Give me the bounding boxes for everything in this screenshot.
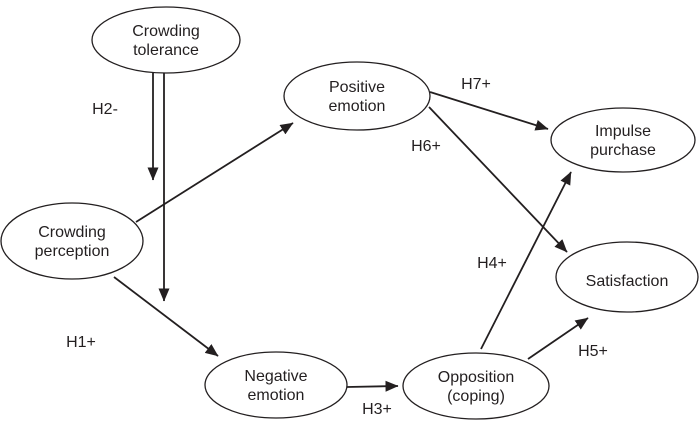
nodes-layer — [0, 6, 699, 420]
crowding-tolerance-label-line2: tolerance — [133, 42, 199, 59]
impulse-purchase-label-line2: purchase — [590, 142, 656, 159]
node-crowding-tolerance — [91, 6, 241, 74]
edge-positive-emotion-to-impulse-purchase — [429, 91, 549, 131]
edge-positive-emotion-to-satisfaction — [428, 106, 568, 253]
crowding-perception-label-line2: perception — [35, 243, 110, 260]
node-crowding-perception — [0, 202, 144, 280]
node-satisfaction — [555, 241, 699, 313]
negative-emotion-label-line2: emotion — [248, 387, 305, 404]
crowding-tolerance-label-line1: Crowding — [132, 23, 200, 40]
opposition-coping-label-line2: (coping) — [447, 388, 505, 405]
satisfaction-label: Satisfaction — [586, 273, 669, 290]
node-labels-layer: Crowding tolerance Crowding perception P… — [35, 23, 669, 405]
positive-emotion-label-line2: emotion — [329, 98, 386, 115]
edge-perception-to-negative-emotion — [113, 276, 219, 357]
hypothesis-label-h6: H6+ — [411, 138, 441, 155]
edge-negative-emotion-to-opposition — [346, 380, 399, 392]
edge-perception-to-positive-emotion — [135, 122, 294, 223]
hypothesis-label-h3: H3+ — [362, 401, 392, 418]
node-positive-emotion — [283, 61, 431, 131]
edge-opposition-to-impulse-purchase — [480, 171, 572, 350]
edge-tolerance-moderation — [147, 73, 170, 302]
positive-emotion-label-line1: Positive — [329, 79, 385, 96]
impulse-purchase-label-line1: Impulse — [595, 123, 651, 140]
opposition-coping-label-line1: Opposition — [438, 369, 515, 386]
edges-layer — [113, 73, 589, 392]
crowding-perception-label-line1: Crowding — [38, 224, 106, 241]
hypothesis-label-h5: H5+ — [578, 343, 608, 360]
negative-emotion-label-line1: Negative — [244, 368, 307, 385]
edge-labels-layer: H2- H1+ H3+ H4+ H5+ H6+ H7+ — [66, 76, 608, 418]
edge-opposition-to-satisfaction — [527, 317, 589, 360]
hypothesis-label-h4: H4+ — [477, 255, 507, 272]
node-opposition-coping — [402, 352, 550, 420]
node-negative-emotion — [204, 351, 348, 419]
hypothesis-label-h7: H7+ — [461, 76, 491, 93]
node-impulse-purchase — [550, 107, 696, 173]
hypothesis-label-h1: H1+ — [66, 334, 96, 351]
hypothesis-label-h2: H2- — [92, 101, 118, 118]
